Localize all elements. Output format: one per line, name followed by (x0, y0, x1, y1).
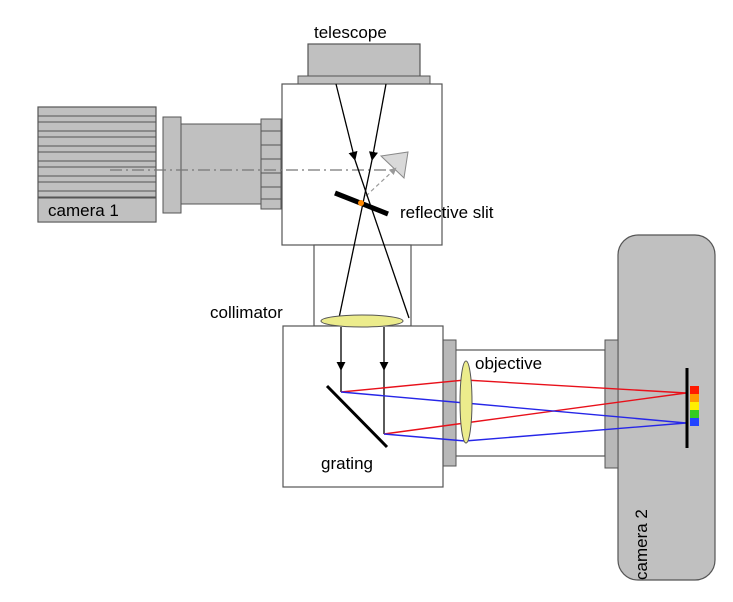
objective-tube: objective (441, 339, 619, 469)
spectrum (690, 386, 699, 426)
spectrum-band (690, 402, 699, 410)
collimator-tube (313, 244, 412, 327)
spectrum-band (690, 386, 699, 394)
grating (325, 384, 389, 449)
camera-1-flange (162, 116, 182, 214)
collimated-rays (336, 327, 389, 434)
grating-label: grating (321, 454, 373, 473)
spectrum-band (690, 418, 699, 426)
objective-flange-left (441, 339, 457, 467)
camera-2-label: camera 2 (632, 509, 651, 580)
reflective-slit-label: reflective slit (400, 203, 494, 222)
objective-label: objective (475, 354, 542, 373)
objective-lens (459, 360, 473, 444)
camera-1-label-panel (37, 197, 157, 223)
slit-box (281, 83, 443, 246)
telescope-label: telescope (314, 23, 387, 42)
collimator-label: collimator (210, 303, 283, 322)
reflective-slit: reflective slit (334, 190, 494, 222)
camera-1-lens-tube (180, 123, 262, 205)
telescope-mount (307, 43, 421, 78)
spectrum-band (690, 410, 699, 418)
objective-tube-body (454, 349, 606, 457)
spectrum-band (690, 394, 699, 402)
camera-1-label: camera 1 (48, 201, 119, 220)
camera-1-fins (38, 115, 156, 198)
fold-prism (379, 151, 409, 180)
detector (685, 368, 699, 448)
telescope: telescope (297, 23, 431, 85)
telescope-flange (297, 75, 431, 85)
collimator-lens (320, 314, 404, 328)
camera-1-lens-ring (260, 118, 282, 210)
camera-2: camera 2 (617, 234, 716, 581)
telescope-rays (335, 83, 410, 319)
camera-1: camera 1 (37, 106, 282, 223)
grating-box (282, 325, 444, 488)
